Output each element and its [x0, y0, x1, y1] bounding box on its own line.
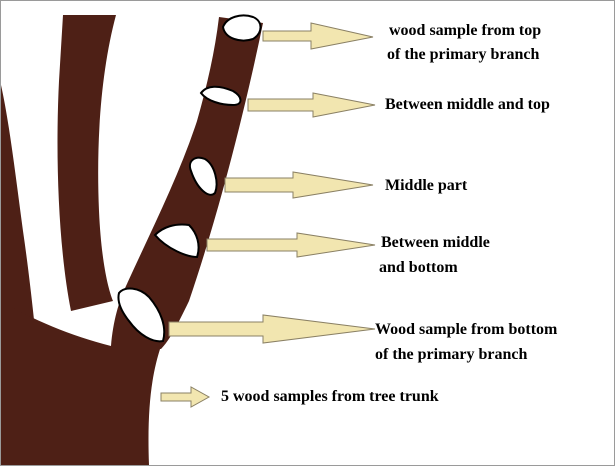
secondary-branch: [58, 15, 117, 311]
label-bottom-line1: Wood sample from bottom: [375, 320, 557, 340]
cut-sample-top: [223, 15, 261, 40]
arrow-trunk-samples: [161, 387, 209, 407]
label-middle: Middle part: [385, 176, 467, 196]
label-mid-bottom-line2: and bottom: [379, 258, 458, 278]
arrow-mid-bottom-sample: [207, 233, 375, 257]
label-mid-bottom-line1: Between middle: [381, 233, 490, 253]
arrow-middle-sample: [225, 172, 373, 198]
arrow-top-sample: [263, 23, 373, 49]
label-top-line1: wood sample from top: [389, 21, 541, 41]
arrow-mid-top-sample: [248, 93, 375, 117]
label-mid-top: Between middle and top: [385, 95, 550, 115]
label-top-line2: of the primary branch: [387, 45, 539, 65]
label-trunk: 5 wood samples from tree trunk: [221, 387, 439, 407]
label-bottom-line2: of the primary branch: [375, 345, 527, 365]
arrow-bottom-sample: [169, 315, 375, 343]
